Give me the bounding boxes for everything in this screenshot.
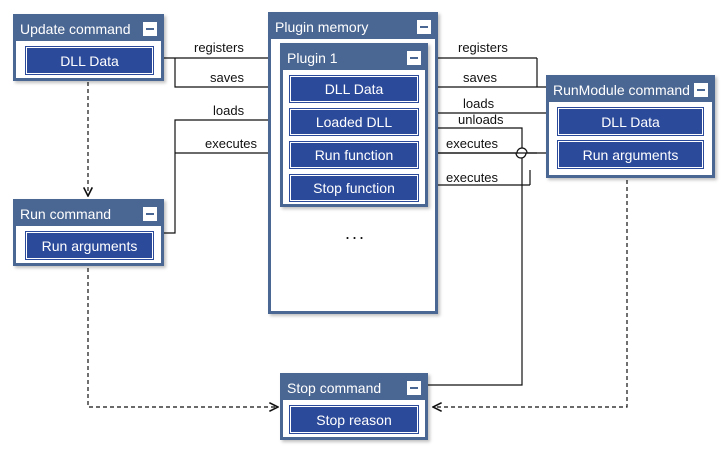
label-left-loads: loads xyxy=(213,103,245,118)
edge-stop-unloads xyxy=(421,128,523,386)
edge-runmodule-executes-run2 xyxy=(420,147,537,158)
plugin-run-function-field[interactable]: Run function xyxy=(289,141,419,169)
minimize-icon[interactable] xyxy=(407,51,421,65)
label-right-loads: loads xyxy=(463,96,495,111)
label-left-registers: registers xyxy=(194,40,244,55)
stop-reason-field[interactable]: Stop reason xyxy=(289,405,419,434)
run-command-title: Run command xyxy=(16,202,161,226)
label-right-executes-run: executes xyxy=(446,136,499,151)
minimize-icon[interactable] xyxy=(407,381,421,395)
edge-runmodule-executes-run xyxy=(420,148,548,159)
plugin-memory-title: Plugin memory xyxy=(271,15,435,39)
label-right-registers: registers xyxy=(458,40,508,55)
edge-run-loads xyxy=(162,115,287,234)
plugin-dll-data-field[interactable]: DLL Data xyxy=(289,75,419,103)
minimize-icon[interactable] xyxy=(694,83,708,97)
plugin-1-title: Plugin 1 xyxy=(283,46,425,70)
plugin-1-node[interactable]: Plugin 1 DLL Data Loaded DLL Run functio… xyxy=(280,43,428,207)
update-dll-data-field[interactable]: DLL Data xyxy=(25,46,154,75)
label-right-executes-stop: executes xyxy=(446,170,499,185)
runmodule-run-arguments-field[interactable]: Run arguments xyxy=(557,140,704,169)
edge-run-to-stop xyxy=(87,268,278,407)
minimize-icon[interactable] xyxy=(143,22,157,36)
run-arguments-field[interactable]: Run arguments xyxy=(25,231,154,260)
label-right-unloads: unloads xyxy=(458,112,504,127)
label-left-saves: saves xyxy=(210,70,244,85)
plugin-loaded-dll-field[interactable]: Loaded DLL xyxy=(289,108,419,136)
update-command-title: Update command xyxy=(16,17,161,41)
runmodule-dll-data-field[interactable]: DLL Data xyxy=(557,107,704,136)
update-command-node[interactable]: Update command DLL Data xyxy=(13,14,164,81)
stop-command-node[interactable]: Stop command Stop reason xyxy=(280,373,428,440)
label-right-saves: saves xyxy=(463,70,497,85)
run-command-node[interactable]: Run command Run arguments xyxy=(13,199,164,266)
stop-command-title: Stop command xyxy=(283,376,425,400)
minimize-icon[interactable] xyxy=(417,20,431,34)
edge-runmodule-to-stop xyxy=(433,180,628,407)
runmodule-command-title: RunModule command xyxy=(549,78,712,102)
edge-update-saves xyxy=(174,58,287,92)
minimize-icon[interactable] xyxy=(143,207,157,221)
label-left-executes: executes xyxy=(205,136,258,151)
runmodule-command-node[interactable]: RunModule command DLL Data Run arguments xyxy=(546,75,715,178)
more-plugins-ellipsis: ... xyxy=(345,223,367,243)
plugin-stop-function-field[interactable]: Stop function xyxy=(289,174,419,202)
